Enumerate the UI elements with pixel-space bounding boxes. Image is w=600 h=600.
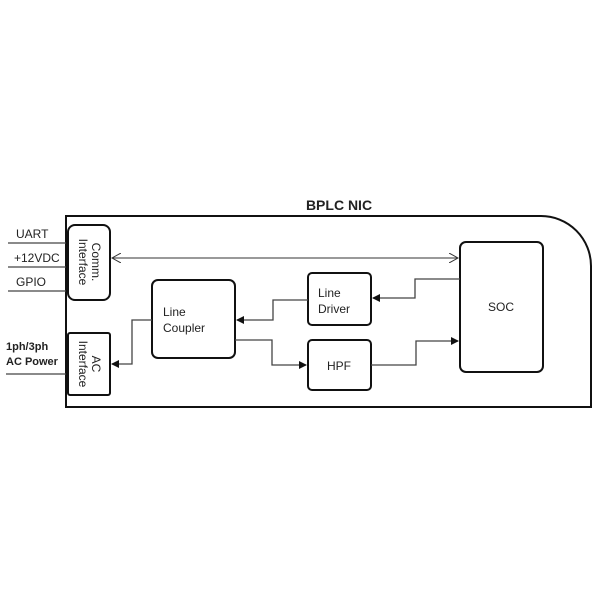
line-coupler-label-2: Coupler [163, 321, 205, 335]
comm-interface-block [67, 224, 111, 301]
line-driver-label-2: Driver [318, 302, 350, 316]
ac-interface-block [67, 332, 111, 396]
line-driver-label-1: Line [318, 286, 341, 300]
comm-interface-label-1: Comm. [89, 243, 103, 282]
gpio-label: GPIO [16, 275, 46, 289]
line-coupler-label-1: Line [163, 305, 186, 319]
line-coupler-block [151, 279, 236, 359]
ac-interface-label-1: AC [89, 356, 103, 373]
comm-interface-label-2: Interface [76, 239, 90, 286]
coupler-to-ac-interface-arrow [111, 319, 152, 368]
uart-label: UART [16, 227, 49, 241]
ac-interface-label-2: Interface [76, 341, 90, 388]
soc-label: SOC [488, 300, 514, 314]
diagram-title: BPLC NIC [306, 197, 372, 213]
hpf-to-soc-arrow [371, 337, 459, 366]
line-driver-block [307, 272, 372, 326]
coupler-to-hpf-arrow [235, 339, 307, 369]
ac-power-label-line2: AC Power [6, 356, 59, 368]
vdc-label: +12VDC [14, 251, 60, 265]
ac-power-label-line1: 1ph/3ph [6, 341, 48, 353]
hpf-label: HPF [327, 359, 351, 373]
soc-block [459, 241, 544, 373]
driver-to-coupler-arrow [236, 299, 308, 324]
soc-to-driver-arrow [372, 278, 460, 302]
